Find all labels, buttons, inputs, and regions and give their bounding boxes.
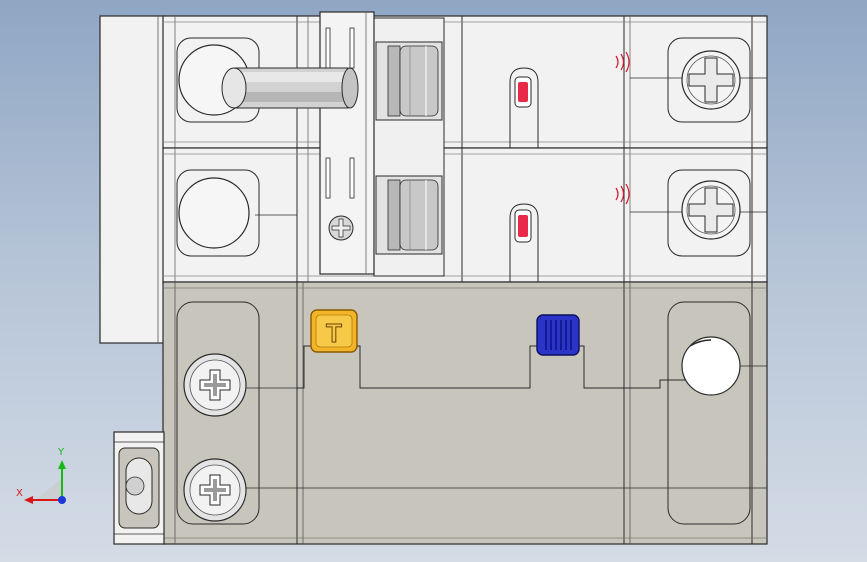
axis-triad: X Y xyxy=(16,447,66,504)
screw-icon-base-lower xyxy=(183,458,247,522)
screw-icon-mid-right xyxy=(681,180,741,240)
trip-mechanism xyxy=(373,17,445,277)
din-rail-clip[interactable] xyxy=(113,431,165,545)
rcd-module xyxy=(162,281,768,545)
handle-rod[interactable] xyxy=(221,67,359,109)
screw-icon-base-upper xyxy=(183,353,247,417)
lower-pole xyxy=(162,147,768,283)
mounting-plate xyxy=(99,15,165,344)
test-button[interactable]: T xyxy=(310,309,358,353)
decal-mark-top xyxy=(615,51,630,73)
terminal-hole-mid-left xyxy=(178,177,250,249)
y-axis-label: Y xyxy=(57,447,65,458)
screw-icon-top-right xyxy=(681,50,741,110)
x-axis-label: X xyxy=(16,488,23,499)
fault-indicator xyxy=(536,314,580,356)
toggle-handle[interactable] xyxy=(319,11,375,275)
decal-mark-bottom xyxy=(615,183,630,205)
test-button-label: T xyxy=(326,318,342,348)
handle-screw-icon xyxy=(328,215,354,241)
terminal-hole-base-right xyxy=(681,336,741,396)
